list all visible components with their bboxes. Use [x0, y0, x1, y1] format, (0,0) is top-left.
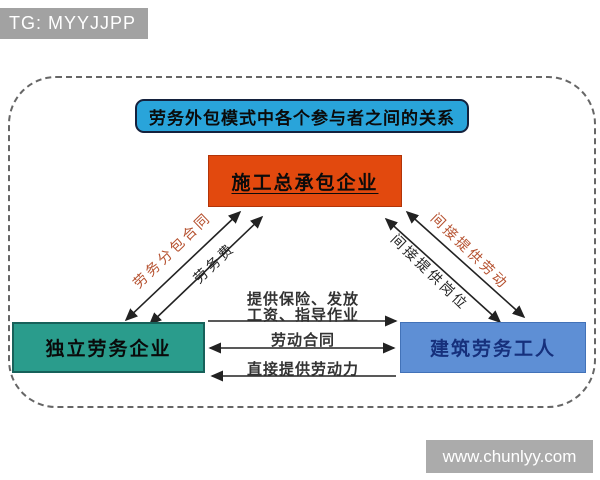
node-general-contractor-label: 施工总承包企业	[231, 172, 379, 194]
diagram-frame	[8, 76, 596, 408]
node-independent-labor-company: 独立劳务企业	[12, 322, 205, 373]
node-construction-workers-label: 建筑劳务工人	[429, 339, 556, 360]
node-construction-workers: 建筑劳务工人	[400, 322, 586, 373]
diagram-title: 劳务外包模式中各个参与者之间的关系	[135, 99, 469, 133]
edge-label-contract: 劳动合同	[270, 332, 335, 349]
edge-label-direct-labor: 直接提供劳动力	[246, 361, 359, 378]
watermark-badge-bottom: www.chunlyy.com	[426, 440, 593, 473]
node-general-contractor: 施工总承包企业	[208, 155, 402, 207]
watermark-text: www.chunlyy.com	[442, 446, 577, 466]
edge-label-provide-line2: 工资、指导作业	[246, 307, 359, 324]
watermark-badge-top: TG: MYYJJPP	[0, 8, 148, 39]
node-independent-labor-company-label: 独立劳务企业	[45, 339, 172, 360]
badge-text: TG: MYYJJPP	[9, 13, 137, 33]
diagram-title-text: 劳务外包模式中各个参与者之间的关系	[149, 108, 455, 128]
edge-label-provide-line1: 提供保险、发放	[246, 291, 359, 308]
